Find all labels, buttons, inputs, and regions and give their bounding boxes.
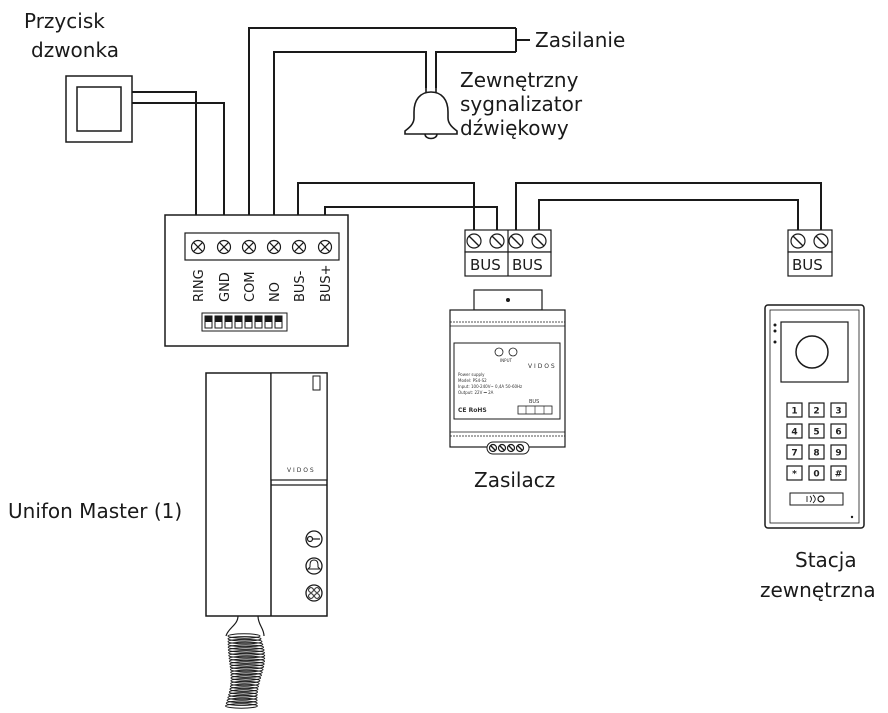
keypad-key: *	[786, 465, 803, 481]
outdoor-station: 1 2 3 4 5 6 7 8 9 * 0 #	[764, 304, 865, 529]
psu-line-3: Input: 100-240V~ 0,4A 50-60Hz	[458, 384, 522, 389]
wire-ring	[132, 91, 197, 240]
terminal-label-5: BUS+	[319, 264, 334, 302]
psu-output-screw-0	[488, 443, 498, 453]
svg-text:6: 6	[835, 428, 841, 438]
bell-icon	[404, 88, 458, 140]
keypad-key: 1	[786, 402, 803, 418]
label-doorbell-button-2: dzwonka	[31, 38, 119, 62]
terminal-block	[184, 232, 340, 261]
keypad-key: 4	[786, 423, 803, 439]
psu-line-4: Output: 22V ⎓ 2A	[458, 390, 494, 395]
terminal-screw-gnd	[216, 239, 232, 255]
svg-text:9: 9	[835, 449, 841, 459]
keypad-key: #	[830, 465, 847, 481]
handset-unifon: V I D O S	[205, 372, 328, 709]
svg-text:4: 4	[791, 428, 797, 438]
wire-bus-minus	[297, 182, 475, 240]
svg-text:5: 5	[813, 428, 819, 438]
psu-input-label: INPUT	[500, 358, 513, 363]
control-module: RING GND COM NO BUS- BUS+	[164, 214, 349, 347]
psu-output-screw-2	[506, 443, 516, 453]
keypad-key: 8	[808, 444, 825, 460]
label-handset: Unifon Master (1)	[8, 499, 182, 523]
doorbell-button	[65, 75, 133, 143]
svg-text:#: #	[835, 470, 843, 480]
label-sounder-1: Zewnętrzny	[460, 68, 579, 92]
psu-bus-text: BUS	[529, 399, 539, 405]
svg-text:2: 2	[813, 407, 819, 417]
psu-bus-screw-2	[508, 233, 524, 249]
dip-switch	[201, 312, 288, 332]
wire-gnd	[132, 102, 225, 240]
coiled-cable	[225, 615, 266, 709]
terminal-screw-bus-plus	[317, 239, 333, 255]
svg-text:1: 1	[791, 407, 797, 417]
terminal-label-3: NO	[268, 282, 283, 302]
wire-bus-outdoor-1	[515, 182, 822, 240]
label-outdoor-station-1: Stacja	[795, 548, 857, 572]
bell-button-icon	[305, 557, 323, 575]
keypad-key: 3	[830, 402, 847, 418]
terminal-label-0: RING	[192, 269, 207, 302]
psu-bus-screw-1	[489, 233, 505, 249]
terminal-screw-bus-minus	[291, 239, 307, 255]
module-screws	[190, 239, 333, 255]
outdoor-bus-terminals: BUS	[787, 229, 833, 277]
psu-marks: CE RoHS	[458, 407, 487, 414]
psu-bus-screw-3	[531, 233, 547, 249]
wire-com	[248, 27, 516, 240]
label-power-supply: Zasilacz	[474, 468, 555, 492]
psu-bus-terminals: BUS BUS	[464, 229, 552, 277]
module-terminal-labels: RING GND COM NO BUS- BUS+	[192, 264, 334, 302]
label-power: Zasilanie	[535, 28, 625, 52]
svg-text:8: 8	[813, 449, 819, 459]
label-sounder-2: sygnalizator	[460, 92, 583, 116]
keypad-key: 0	[808, 465, 825, 481]
psu-bus-label-2: BUS	[512, 256, 543, 274]
rfid-reader	[789, 492, 844, 506]
key-icon	[305, 530, 323, 548]
label-outdoor-station-2: zewnętrzna	[760, 578, 876, 602]
svg-text:3: 3	[835, 407, 841, 417]
camera-lens	[795, 335, 829, 369]
power-supply: INPUT V I D O S Power supply Model: PS4-…	[449, 289, 566, 455]
outdoor-bus-screw-1	[813, 233, 829, 249]
label-doorbell-button-1: Przycisk	[24, 9, 105, 33]
handset-brand: V I D O S	[287, 467, 314, 474]
psu-bus-screw-0	[466, 233, 482, 249]
psu-brand: V I D O S	[528, 363, 555, 370]
svg-text:7: 7	[791, 449, 797, 459]
terminal-label-1: GND	[218, 272, 233, 302]
wires	[132, 27, 822, 240]
wire-sounder-power	[435, 51, 516, 88]
terminal-label-2: COM	[243, 271, 258, 302]
terminal-screw-no	[266, 239, 282, 255]
terminal-label-4: BUS-	[293, 270, 308, 302]
terminal-screw-ring	[190, 239, 206, 255]
svg-text:0: 0	[813, 470, 819, 480]
keypad-key: 7	[786, 444, 803, 460]
menu-grid-icon	[305, 584, 323, 602]
terminal-screw-com	[241, 239, 257, 255]
wire-no	[273, 51, 427, 240]
keypad: 1 2 3 4 5 6 7 8 9 * 0 #	[786, 402, 847, 481]
keypad-key: 9	[830, 444, 847, 460]
keypad-key: 5	[808, 423, 825, 439]
psu-output-screw-3	[515, 443, 525, 453]
psu-bus-label-1: BUS	[470, 256, 501, 274]
keypad-key: 6	[830, 423, 847, 439]
wire-bus-outdoor-2	[538, 199, 799, 240]
keypad-key: 2	[808, 402, 825, 418]
svg-text:*: *	[792, 470, 797, 480]
psu-output-screw-1	[497, 443, 507, 453]
outdoor-bus-label: BUS	[792, 256, 823, 274]
psu-line-1: Power supply	[458, 372, 485, 377]
psu-line-2: Model: PS4-S2	[458, 378, 487, 383]
label-sounder-3: dźwiękowy	[460, 116, 569, 140]
outdoor-bus-screw-0	[790, 233, 806, 249]
